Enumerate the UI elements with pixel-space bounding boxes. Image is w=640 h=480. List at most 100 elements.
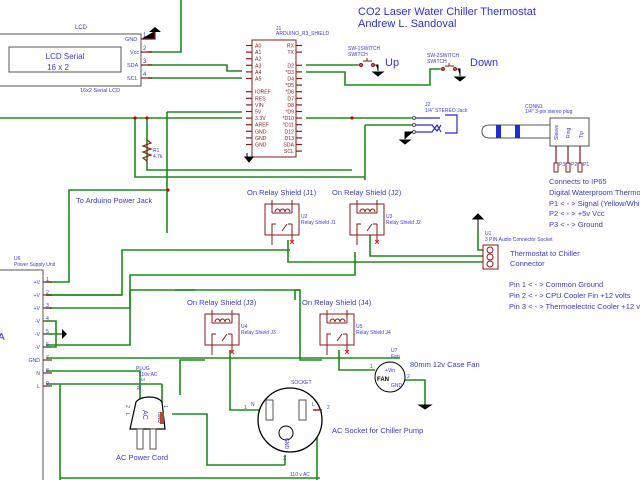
- audio-pin-note: Pin 1 < - > Common Ground: [509, 280, 603, 289]
- junction-dot: [145, 116, 149, 120]
- lcd-pin-num: 4: [143, 72, 147, 78]
- fan-pin2: 2: [407, 374, 410, 380]
- relay-contacts: [356, 223, 378, 245]
- relay-ref: U5: [356, 324, 363, 330]
- wire-d3-down: [306, 68, 440, 86]
- relay-ref: U3: [386, 214, 393, 220]
- lcd-footer: 16x2 Serial LCD: [80, 88, 120, 94]
- plug-band: [515, 125, 520, 138]
- socket-pin3: 3: [283, 456, 286, 462]
- psu-pin-label: L: [37, 384, 40, 390]
- arduino-right-pins: RXTXD2*D3D4*D5*D6D7D8*D9*D10*D11D12D13SD…: [282, 44, 302, 155]
- fan-vin-label: +Vin: [385, 368, 395, 374]
- arduino-pin-label: VIN: [255, 103, 264, 109]
- wire-lcd-vcc: [148, 0, 182, 53]
- plug-ref: CONN1: [525, 104, 543, 110]
- case-fan: U7 Fan +Vin FAN GND 1 2 80mm 12v Case Fa…: [370, 348, 480, 410]
- psu-pin-label: -V: [35, 345, 41, 351]
- audio-socket-label: Thermostat to Chiller: [510, 249, 580, 258]
- arduino-pin-label: SDA: [283, 143, 294, 149]
- fan-label: 80mm 12v Case Fan: [410, 360, 480, 369]
- switch-terminal: [359, 63, 363, 67]
- jack-terminal: [412, 116, 416, 120]
- psu-ref: U6: [14, 256, 21, 262]
- switch-down: SW-2SWITCH SWITCH Down: [427, 53, 498, 82]
- arduino-pin-label: D13: [284, 136, 294, 142]
- psu-body: [0, 269, 44, 480]
- arduino-pin-label: *D9: [285, 110, 294, 116]
- switch-up-type: SWITCH: [348, 52, 368, 58]
- psu-pin-label: +V: [34, 306, 41, 312]
- psu-pin-num: 9: [46, 381, 49, 387]
- socket-pin2: 2: [327, 405, 330, 411]
- socket-l-label: L: [312, 402, 315, 408]
- arduino-pin-label: *D10: [282, 116, 294, 122]
- audio-socket-pin: [486, 260, 494, 268]
- jack-name: 1/4" STEREO Jack: [425, 108, 468, 114]
- arduino-left-pins: A0A1A2A3A4A5IOREFRESVIN5V3.3VAREFGNDGNDG…: [246, 44, 271, 149]
- title-line2: Andrew L. Sandoval: [358, 18, 456, 30]
- fan-body-label: FAN: [377, 377, 389, 383]
- relay-body: [319, 313, 355, 346]
- arduino-pin-label: GND: [255, 143, 267, 149]
- arduino-pin-label: TX: [287, 50, 294, 56]
- audio-pin-note: Pin 3 < - > Thermoelectric Cooler +12 vo…: [509, 302, 640, 311]
- plug-prong: [136, 428, 144, 450]
- psu-pin-num: 6: [46, 342, 49, 348]
- wire-psu-1: [46, 270, 70, 283]
- psu-name: Power Supply Unit: [14, 262, 56, 268]
- wire-psu-n: [46, 370, 141, 410]
- socket-ground-hole: [278, 425, 294, 441]
- switch-up-label: Up: [385, 57, 399, 69]
- wire-plug-l-socket: [172, 413, 285, 466]
- relay-coil: [329, 318, 346, 323]
- switch-terminal: [453, 67, 457, 71]
- relay-ref: U4: [241, 324, 248, 330]
- plug-gnd-label: GND: [156, 412, 162, 424]
- psu-pin-num: 4: [46, 316, 49, 322]
- arduino-pin-label: A4: [255, 70, 261, 76]
- wire-psu-3: [46, 252, 356, 309]
- psu-pin-num: 1: [46, 277, 49, 283]
- arduino-pin-label: GND: [255, 136, 267, 142]
- plug-leads: [555, 146, 581, 163]
- no-connect-icon: [229, 349, 235, 355]
- arduino-pin-label: *D11: [283, 123, 294, 129]
- relay-coil-leads: [326, 310, 348, 324]
- plug-note: P1 < - > Signal (Yellow/White): [549, 199, 640, 208]
- arduino-pin-label: *D3: [285, 70, 294, 76]
- lcd-pin-vcc: Vcc: [130, 50, 139, 56]
- lcd-pin-sda: SDA: [127, 63, 139, 69]
- ground-icon: [471, 213, 485, 230]
- junction-dot: [133, 116, 137, 120]
- ground-icon: [62, 329, 67, 339]
- arduino-pin-label: A2: [255, 57, 261, 63]
- plug-body: [549, 117, 590, 147]
- wire-power-jack: [68, 189, 168, 270]
- psu-pin-num: 3: [46, 303, 49, 309]
- relay-contacts: [211, 333, 233, 355]
- socket-pin1: 1: [244, 405, 247, 411]
- junction-dot: [166, 188, 170, 192]
- relay-name: Relay Shield J2: [386, 220, 421, 226]
- no-connect-icon: [344, 349, 350, 355]
- plug-terminal: [160, 412, 164, 424]
- plug-band: [496, 125, 501, 138]
- plug-pad-label: P1: [583, 162, 589, 168]
- relay-coil: [274, 208, 291, 213]
- lcd-pins: [141, 31, 156, 79]
- audio-socket-body: [482, 244, 499, 270]
- wire-psu-2: [46, 249, 290, 296]
- fan-ref: U7: [391, 348, 398, 354]
- ground-icon: [398, 131, 413, 145]
- arduino-pin-label: A0: [255, 44, 261, 50]
- audio-socket-name: 3 PIN Audio Connector Socket: [485, 237, 553, 243]
- plug-ref-label: PLUG: [136, 366, 150, 372]
- relay-body: [349, 203, 385, 236]
- wire-relay3-socket: [229, 350, 260, 411]
- plug-pad-label: P3: [559, 162, 565, 168]
